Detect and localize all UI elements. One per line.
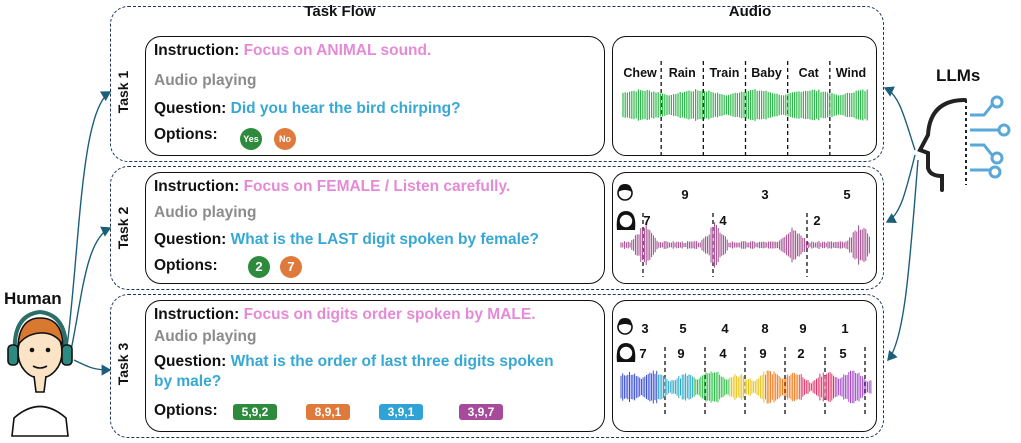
task2-audio-playing: Audio playing — [154, 204, 257, 221]
instruction-label: Instruction: — [154, 42, 240, 59]
task3-question-cont: by male? — [154, 373, 222, 390]
task2-options: Options: — [154, 257, 218, 275]
task3-audio-box: 3 5 4 8 9 1 7 9 4 9 2 5 — [612, 300, 877, 432]
task1-label: Task 1 — [115, 70, 131, 114]
question-label: Question: — [154, 353, 227, 370]
arrow-human-task2 — [69, 226, 112, 356]
task2-audio-box: 9 3 5 7 4 2 — [612, 172, 877, 284]
segment-label: Chew — [623, 66, 657, 80]
options-label: Options: — [154, 402, 218, 419]
llms-label: LLMs — [936, 66, 981, 85]
arrow-llm-task2 — [885, 154, 916, 223]
digit-label: 4 — [719, 346, 727, 361]
task1-flow-box — [145, 36, 605, 156]
digit-label: 2 — [813, 213, 820, 228]
task3-label: Task 3 — [115, 342, 131, 386]
task1-option-yes[interactable]: Yes — [240, 128, 262, 150]
digit-label: 4 — [721, 321, 729, 336]
task3-audio-playing: Audio playing — [154, 328, 257, 345]
task3-option-c[interactable]: 3,9,1 — [379, 404, 423, 420]
task2-flow-box — [145, 172, 605, 284]
task3-instruction: Instruction: Focus on digits order spoke… — [154, 306, 536, 324]
male-speaker-icon — [617, 318, 633, 335]
audio-header: Audio — [728, 3, 772, 20]
task3-option-a[interactable]: 5,9,2 — [233, 404, 277, 420]
options-label: Options: — [154, 126, 218, 143]
digit-label: 5 — [679, 321, 686, 336]
task3-option-d[interactable]: 3,9,7 — [459, 404, 503, 420]
arrow-human-task3 — [73, 359, 112, 376]
digit-label: 5 — [839, 346, 846, 361]
task3-option-b[interactable]: 8,9,1 — [306, 404, 350, 420]
digit-label: 9 — [759, 346, 766, 361]
task1-audio-playing: Audio playing — [154, 72, 257, 89]
question-label: Question: — [154, 231, 227, 248]
digit-label: 3 — [761, 187, 768, 202]
instruction-label: Instruction: — [154, 306, 240, 323]
task-flow-header: Task Flow — [304, 3, 376, 20]
task2-option-2[interactable]: 2 — [248, 256, 270, 278]
task1-audio-box: Chew Rain Train Baby Cat Wind — [612, 36, 877, 156]
male-speaker-icon — [617, 184, 633, 201]
arrow-llm-task3 — [887, 159, 919, 362]
arrow-llm-task1 — [883, 86, 916, 151]
human-label: Human — [4, 289, 62, 308]
task2-label: Task 2 — [115, 206, 131, 250]
task1-question: Question: Did you hear the bird chirping… — [154, 100, 461, 118]
digit-label: 7 — [643, 213, 650, 228]
question-text: What is the order of last three digits s… — [230, 353, 554, 370]
instruction-label: Instruction: — [154, 178, 240, 195]
segment-label: Baby — [751, 66, 782, 80]
task1-instruction: Instruction: Focus on ANIMAL sound. — [154, 42, 431, 60]
digit-label: 9 — [677, 346, 684, 361]
digit-label: 8 — [761, 321, 768, 336]
task2-container — [110, 166, 884, 290]
task3-options: Options: — [154, 402, 218, 420]
digit-label: 7 — [639, 346, 646, 361]
question-text: What is the LAST digit spoken by female? — [230, 231, 539, 248]
digit-label: 1 — [841, 321, 848, 336]
digit-label: 3 — [641, 321, 648, 336]
digit-label: 9 — [681, 187, 688, 202]
task2-question: Question: What is the LAST digit spoken … — [154, 231, 539, 249]
task2-instruction: Instruction: Focus on FEMALE / Listen ca… — [154, 178, 510, 196]
digit-label: 2 — [797, 346, 804, 361]
task1-waveform: Chew Rain Train Baby Cat Wind — [622, 61, 868, 155]
task2-option-7[interactable]: 7 — [280, 256, 302, 278]
task3-question: Question: What is the order of last thre… — [154, 353, 554, 371]
task3-container — [110, 294, 884, 438]
instruction-text: Focus on ANIMAL sound. — [243, 42, 432, 59]
instruction-text: Focus on digits order spoken by MALE. — [243, 306, 536, 323]
question-text: Did you hear the bird chirping? — [230, 100, 461, 117]
digit-label: 4 — [719, 213, 727, 228]
task3-flow-box — [145, 300, 605, 432]
task3-waveform: 3 5 4 8 9 1 7 9 4 9 2 5 — [616, 318, 872, 417]
instruction-text: Focus on FEMALE / Listen carefully. — [243, 178, 511, 195]
task1-option-no[interactable]: No — [274, 128, 296, 150]
digit-label: 5 — [843, 187, 850, 202]
segment-label: Train — [709, 66, 739, 80]
question-label: Question: — [154, 100, 227, 117]
segment-label: Cat — [799, 66, 820, 80]
segment-label: Wind — [836, 66, 866, 80]
task1-container — [110, 6, 884, 162]
task1-options: Options: — [154, 126, 218, 144]
arrow-human-task1 — [65, 91, 112, 356]
task2-waveform: 9 3 5 7 4 2 — [616, 184, 870, 277]
female-speaker-icon — [616, 211, 636, 230]
options-label: Options: — [154, 257, 218, 274]
female-speaker-icon — [616, 343, 636, 362]
segment-label: Rain — [669, 66, 696, 80]
digit-label: 9 — [799, 321, 806, 336]
